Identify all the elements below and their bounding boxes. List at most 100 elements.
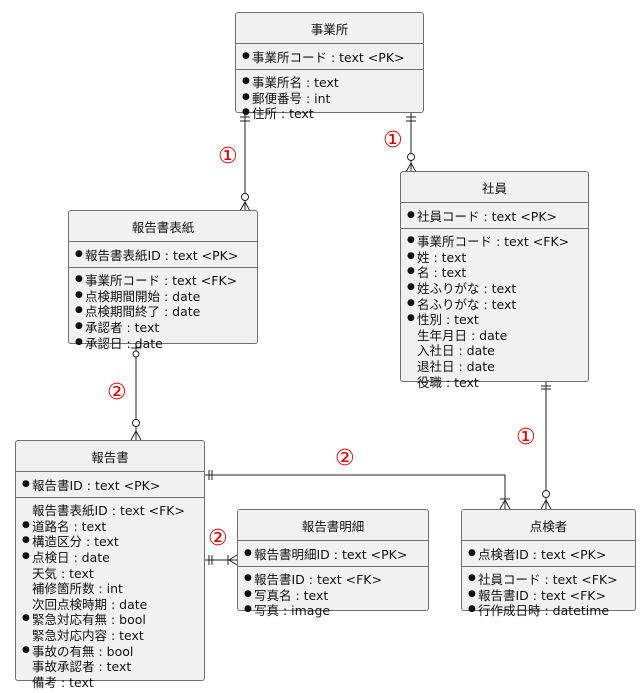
field-row: ●社員コード : text <FK> <box>468 571 629 587</box>
bullet-icon: ● <box>22 535 30 546</box>
primary-key-row: ●点検者ID : text <PK> <box>468 545 629 562</box>
bullet-icon: ● <box>75 249 83 259</box>
field-text: 写真 : image <box>254 603 331 619</box>
bullet-icon: ● <box>407 282 415 293</box>
bullet-icon: ● <box>75 336 83 347</box>
bullet-icon: ● <box>22 479 30 489</box>
bullet-icon: ● <box>75 305 83 316</box>
field-text: 点検期間開始 : date <box>85 288 201 304</box>
bullet-icon: ● <box>244 573 252 584</box>
bullet-icon: ● <box>75 274 83 285</box>
field-row: ●構造区分 : text <box>22 533 198 549</box>
field-row: 報告書表紙ID : text <FK> <box>22 502 198 518</box>
field-text: 道路名 : text <box>32 518 107 534</box>
many-mark <box>239 200 251 212</box>
field-row: ●報告書ID : text <FK> <box>244 571 422 587</box>
bullet-icon: ● <box>407 210 415 220</box>
field-row: ●緊急対応有無 : bool <box>22 611 198 627</box>
relation-label: ① <box>516 425 536 450</box>
field-row: ●事業所コード : text <FK> <box>407 233 582 249</box>
field-text: 事業所コード : text <FK> <box>85 273 238 289</box>
field-row: 緊急対応内容 : text <box>22 627 198 643</box>
field-row: 入社日 : date <box>407 342 582 358</box>
field-text: 報告書ID : text <FK> <box>254 572 382 588</box>
entity-title: 報告書明細 <box>301 519 365 534</box>
bullet-icon: ● <box>407 250 415 261</box>
field-row: ●姓ふりがな : text <box>407 280 582 296</box>
entity-title: 事業所 <box>310 22 349 37</box>
primary-key-row: ●報告書明細ID : text <PK> <box>244 545 422 562</box>
field-text: 承認者 : text <box>85 320 160 336</box>
field-row: 補修箇所数 : int <box>22 580 198 596</box>
field-row: ●性別 : text <box>407 311 582 327</box>
bullet-icon: ● <box>407 235 415 246</box>
field-row: 次回点検時期 : date <box>22 596 198 612</box>
field-text: 退社日 : date <box>417 359 495 375</box>
bullet-icon: ● <box>244 548 252 558</box>
field-text: 行作成日時 : datetime <box>478 603 610 619</box>
entity-hyoshi[interactable]: 報告書表紙●報告書表紙ID : text <PK>●事業所コード : text … <box>68 210 258 351</box>
bullet-icon: ● <box>468 588 476 599</box>
field-row: ●事故の有無 : bool <box>22 642 198 659</box>
bullet-icon: ● <box>75 321 83 332</box>
bullet-icon: ● <box>407 313 415 324</box>
field-row: ●点検期間開始 : date <box>75 288 251 304</box>
field-row: ●点検日 : date <box>22 549 198 565</box>
field-row: 備考 : text <box>22 674 198 690</box>
field-text: 報告書表紙ID : text <FK> <box>32 503 185 519</box>
field-text: 補修箇所数 : int <box>32 581 123 597</box>
relation-label: ② <box>107 380 127 405</box>
bullet-icon: ● <box>407 266 415 277</box>
field-row: ●事業所名 : text <box>242 74 417 90</box>
field-text: 天気 : text <box>32 565 94 581</box>
entity-title: 社員 <box>481 181 507 196</box>
primary-key-text: 社員コード : text <PK> <box>417 209 557 224</box>
entity-meisai[interactable]: 報告書明細●報告書明細ID : text <PK>●報告書ID : text <… <box>237 509 429 618</box>
field-row: ●承認日 : date <box>75 334 251 351</box>
entity-hokokusho[interactable]: 報告書●報告書ID : text <PK>報告書表紙ID : text <FK>… <box>15 440 205 690</box>
field-row: ●姓 : text <box>407 249 582 265</box>
field-text: 名 : text <box>417 265 467 281</box>
bullet-icon: ● <box>468 548 476 558</box>
bullet-icon: ● <box>242 51 250 61</box>
field-row: ●名 : text <box>407 264 582 280</box>
field-row: ●住所 : text <box>242 105 417 121</box>
bullet-icon: ● <box>22 613 30 624</box>
field-text: 名ふりがな : text <box>417 296 517 312</box>
entity-shain[interactable]: 社員●社員コード : text <PK>●事業所コード : text <FK>●… <box>400 171 589 390</box>
entity-jigyosho[interactable]: 事業所●事業所コード : text <PK>●事業所名 : text●郵便番号 … <box>235 12 424 121</box>
field-text: 緊急対応有無 : bool <box>32 612 146 628</box>
bullet-icon: ● <box>242 91 250 102</box>
entity-tenkensha[interactable]: 点検者●点検者ID : text <PK>●社員コード : text <FK>●… <box>461 509 636 618</box>
field-row: 生年月日 : date <box>407 327 582 343</box>
relation-label: ② <box>335 446 355 471</box>
bullet-icon: ● <box>242 107 250 118</box>
field-row: 退社日 : date <box>407 358 582 374</box>
field-row: 天気 : text <box>22 564 198 581</box>
field-text: 入社日 : date <box>417 343 495 359</box>
field-row: ●事業所コード : text <FK> <box>75 272 251 288</box>
field-text: 役職 : text <box>417 374 479 390</box>
field-text: 事業所名 : text <box>252 75 339 91</box>
field-text: 生年月日 : date <box>417 327 508 343</box>
bullet-icon: ● <box>244 588 252 599</box>
primary-key-text: 報告書明細ID : text <PK> <box>254 547 408 562</box>
field-text: 事故承認者 : text <box>32 659 132 675</box>
primary-key-row: ●報告書ID : text <PK> <box>22 476 198 493</box>
entity-title: 点検者 <box>529 519 568 534</box>
field-text: 報告書ID : text <FK> <box>478 587 606 603</box>
field-text: 事業所コード : text <FK> <box>417 234 570 250</box>
field-row: ●行作成日時 : datetime <box>468 602 629 618</box>
field-text: 写真名 : text <box>254 587 329 603</box>
bullet-icon: ● <box>75 289 83 300</box>
primary-key-row: ●報告書表紙ID : text <PK> <box>75 246 251 263</box>
field-text: 住所 : text <box>252 106 314 122</box>
field-text: 承認日 : date <box>85 335 163 351</box>
bullet-icon: ● <box>468 573 476 584</box>
field-text: 社員コード : text <FK> <box>478 572 618 588</box>
field-text: 性別 : text <box>417 312 479 328</box>
field-row: 役職 : text <box>407 373 582 390</box>
bullet-icon: ● <box>242 76 250 87</box>
rel-hokokusho-tenkensha <box>205 474 506 509</box>
